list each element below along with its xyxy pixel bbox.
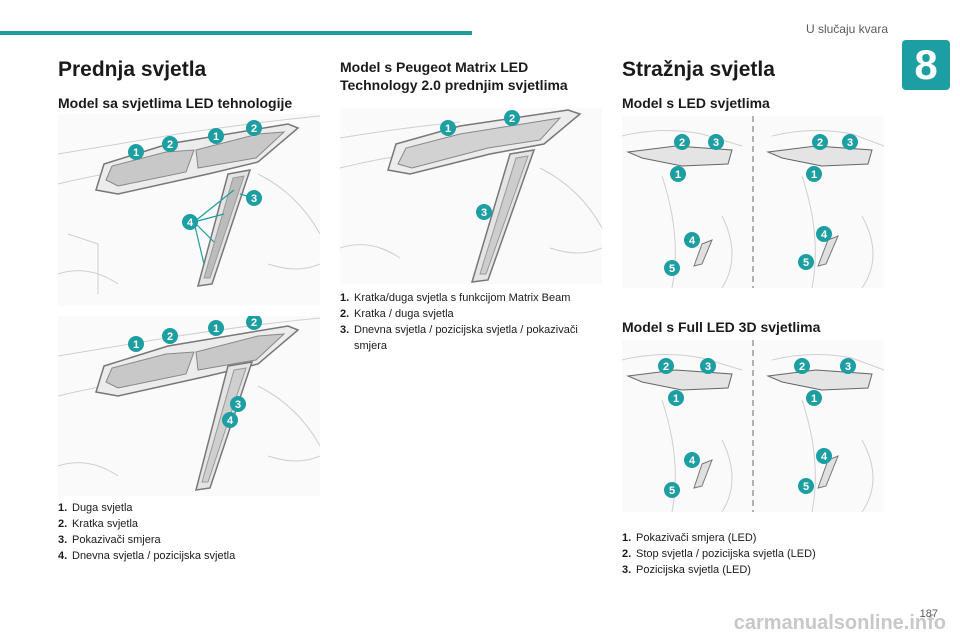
svg-text:4: 4	[187, 217, 194, 229]
callout-4	[684, 452, 700, 468]
callout-3	[246, 190, 262, 206]
svg-text:1: 1	[213, 131, 219, 143]
callout-1	[806, 166, 822, 182]
matrix-led-headlight-diagram: 1 2 3	[340, 108, 602, 284]
svg-text:1: 1	[213, 323, 219, 335]
callout-2	[246, 120, 262, 136]
subtitle-led-model: Model sa svjetlima LED tehnologije	[58, 95, 293, 111]
svg-text:1: 1	[133, 147, 139, 159]
callout-5	[798, 478, 814, 494]
section-title-rear-lights: Stražnja svjetla	[622, 58, 775, 81]
svg-text:1: 1	[811, 393, 817, 405]
svg-text:4: 4	[821, 229, 828, 241]
list-item: 3.Dnevna svjetla / pozicijska svjetla / …	[340, 324, 578, 352]
callout-1	[668, 390, 684, 406]
callout-2	[794, 358, 810, 374]
svg-text:2: 2	[799, 361, 805, 373]
subtitle-rear-led-model: Model s LED svjetlima	[622, 95, 770, 111]
callout-2	[246, 316, 262, 330]
svg-text:4: 4	[689, 455, 696, 467]
list-item: 1.Pokazivači smjera (LED)	[622, 532, 757, 544]
svg-text:3: 3	[845, 361, 851, 373]
svg-text:2: 2	[663, 361, 669, 373]
svg-text:2: 2	[509, 113, 515, 125]
callout-4	[816, 448, 832, 464]
callout-1	[128, 336, 144, 352]
callout-1	[208, 128, 224, 144]
svg-text:3: 3	[713, 137, 719, 149]
svg-text:4: 4	[821, 451, 828, 463]
callout-3	[230, 396, 246, 412]
svg-text:5: 5	[803, 481, 809, 493]
list-item: 3.Pozicijska svjetla (LED)	[622, 564, 751, 576]
callout-1	[128, 144, 144, 160]
list-item: 1.Kratka/duga svjetla s funkcijom Matrix…	[340, 292, 571, 304]
callout-2	[162, 136, 178, 152]
svg-text:1: 1	[445, 123, 451, 135]
svg-text:2: 2	[167, 331, 173, 343]
list-item: 1.Duga svjetla	[58, 502, 133, 514]
svg-text:1: 1	[675, 169, 681, 181]
page-number: 187	[919, 608, 938, 620]
list-item: 2.Kratka svjetla	[58, 518, 139, 530]
svg-text:3: 3	[481, 207, 487, 219]
callout-4	[182, 214, 198, 230]
callout-1	[670, 166, 686, 182]
callout-2	[658, 358, 674, 374]
svg-text:1: 1	[673, 393, 679, 405]
chapter-title: U slučaju kvara	[805, 22, 888, 36]
callout-4	[684, 232, 700, 248]
front-lights-led-legend: 1.Duga svjetla 2.Kratka svjetla 3.Pokazi…	[58, 500, 328, 564]
svg-text:3: 3	[251, 193, 257, 205]
subtitle-full-led-3d-model: Model s Full LED 3D svjetlima	[622, 319, 821, 335]
callout-1	[440, 120, 456, 136]
callout-3	[840, 358, 856, 374]
svg-text:4: 4	[689, 235, 696, 247]
callout-4	[816, 226, 832, 242]
callout-4	[222, 412, 238, 428]
callout-1	[806, 390, 822, 406]
callout-2	[162, 328, 178, 344]
header-accent-bar	[0, 31, 472, 35]
callout-2	[504, 110, 520, 126]
svg-text:2: 2	[251, 317, 257, 329]
svg-text:5: 5	[803, 257, 809, 269]
svg-text:1: 1	[811, 169, 817, 181]
callout-5	[798, 254, 814, 270]
callout-5	[664, 482, 680, 498]
rear-led-light-diagram: 2 3 1 4 5 2 3 1 4 5	[622, 116, 884, 288]
callout-3	[476, 204, 492, 220]
chapter-number-badge: 8	[902, 40, 950, 90]
section-title-front-lights: Prednja svjetla	[58, 58, 207, 81]
list-item: 2.Kratka / duga svjetla	[340, 308, 454, 320]
rear-full-led-3d-diagram: 2 3 1 4 5 2 3 1 4 5	[622, 340, 884, 512]
callout-5	[664, 260, 680, 276]
svg-text:2: 2	[167, 139, 173, 151]
svg-text:2: 2	[679, 137, 685, 149]
front-headlight-diagram-1: 1 2 1 2 3 4	[58, 114, 320, 306]
svg-text:3: 3	[847, 137, 853, 149]
list-item: 3.Pokazivači smjera	[58, 534, 161, 546]
rear-lights-legend: 1.Pokazivači smjera (LED) 2.Stop svjetla…	[622, 530, 884, 578]
callout-3	[842, 134, 858, 150]
callout-2	[674, 134, 690, 150]
front-headlight-diagram-2: 1 2 1 2 3 4	[58, 316, 320, 496]
list-item: 4.Dnevna svjetla / pozicijska svjetla	[58, 550, 236, 562]
svg-text:3: 3	[705, 361, 711, 373]
svg-text:5: 5	[669, 263, 675, 275]
callout-1	[208, 320, 224, 336]
svg-text:1: 1	[133, 339, 139, 351]
callout-2	[812, 134, 828, 150]
svg-text:3: 3	[235, 399, 241, 411]
list-item: 2.Stop svjetla / pozicijska svjetla (LED…	[622, 548, 816, 560]
svg-text:4: 4	[227, 415, 234, 427]
callout-3	[700, 358, 716, 374]
callout-3	[708, 134, 724, 150]
matrix-led-legend: 1.Kratka/duga svjetla s funkcijom Matrix…	[340, 290, 602, 354]
svg-text:5: 5	[669, 485, 675, 497]
svg-text:2: 2	[251, 123, 257, 135]
subtitle-matrix-led-model: Model s Peugeot Matrix LED Technology 2.…	[340, 59, 568, 93]
svg-text:2: 2	[817, 137, 823, 149]
watermark: carmanualsonline.info	[733, 612, 946, 634]
